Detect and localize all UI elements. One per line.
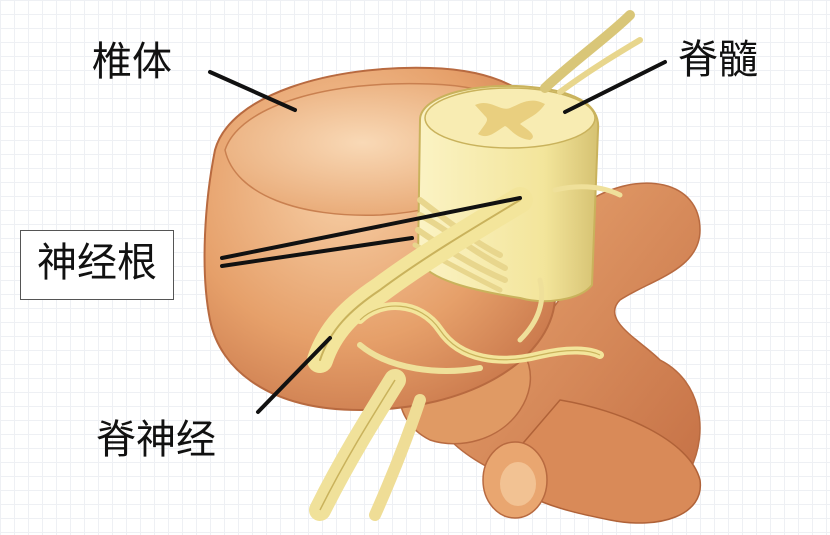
label-spinal-nerve: 脊神经 xyxy=(96,420,216,460)
label-vertebral-body: 椎体 xyxy=(92,42,172,82)
label-nerve-root: 神经根 xyxy=(20,230,174,300)
label-spinal-cord: 脊髓 xyxy=(678,40,758,80)
leader-spinal-cord xyxy=(565,62,665,112)
